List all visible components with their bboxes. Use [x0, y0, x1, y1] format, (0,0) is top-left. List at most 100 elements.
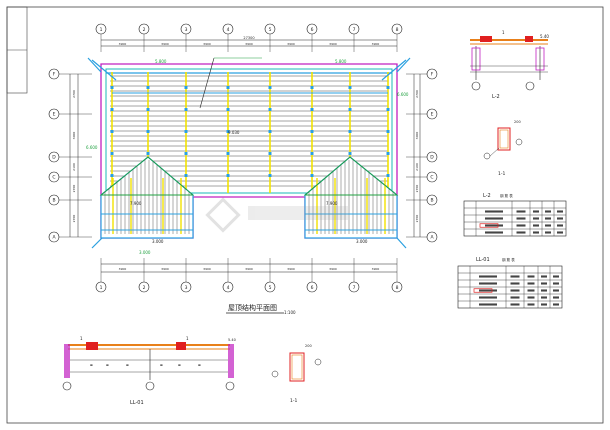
left-dim: 2700	[72, 185, 76, 193]
bottom-bay-dim: 3900	[203, 267, 211, 271]
grid-label-right: F	[431, 72, 434, 78]
rafter-lines	[110, 72, 390, 193]
plan-title: 屋顶结构平面图	[228, 303, 277, 312]
bottom-bay-dim: 3900	[119, 267, 127, 271]
grid-label-right: A	[430, 235, 434, 241]
grid-label-left: D	[52, 155, 56, 161]
grid-label-bottom: 7	[353, 285, 356, 291]
right-dim: 2700	[415, 90, 419, 98]
bottom-bay-dim: 3900	[329, 267, 337, 271]
grid-label-top: 3	[185, 27, 188, 33]
svg-text:▬: ▬	[126, 363, 129, 367]
svg-text:200: 200	[514, 120, 521, 124]
grid-label-top: 7	[353, 27, 356, 33]
section-detail-bottom: 200 1-1	[271, 344, 322, 404]
left-dim: 2100	[72, 163, 76, 171]
svg-text:▬: ▬	[90, 363, 93, 367]
center-elev: 9.030	[228, 130, 240, 135]
leader-line	[199, 57, 215, 109]
watermark-logo	[205, 197, 348, 233]
right-dim: 2100	[415, 163, 419, 171]
left-mid-elev: 6.600	[86, 145, 98, 150]
grid-label-bottom: 8	[396, 285, 399, 291]
top-bay-dim: 3900	[329, 42, 337, 46]
grid-label-left: F	[53, 72, 56, 78]
wing-elev-right: 7.900	[326, 201, 338, 206]
grid-label-left: C	[52, 175, 55, 181]
grid-label-top: 5	[269, 27, 272, 33]
grid-label-right: E	[431, 112, 434, 118]
section-label-bottom: 1-1	[290, 398, 297, 404]
plan-scale: 1:100	[284, 310, 296, 315]
table1-title: L-2	[483, 193, 491, 199]
grid-label-top: 8	[396, 27, 399, 33]
grid-label-right: D	[430, 155, 434, 161]
beam-elevation-l2: 1 5.40 L-2	[470, 30, 549, 100]
beam-elevation-ll01: ▬▬▬ ▬▬▬ 1 1 5.40 LL-01	[62, 336, 236, 406]
wing-elev-left: 7.900	[130, 201, 142, 206]
svg-text:5.40: 5.40	[228, 338, 236, 342]
svg-text:▬: ▬	[198, 363, 201, 367]
left-dim: 2700	[72, 90, 76, 98]
svg-text:200: 200	[305, 344, 312, 348]
right-dim: 3000	[415, 132, 419, 140]
top-bay-dim: 3900	[245, 42, 253, 46]
grid-label-bottom: 1	[100, 285, 103, 291]
bottom-note: 3.000	[139, 250, 151, 255]
section-detail-top: 200 1-1	[483, 120, 523, 177]
svg-text:1: 1	[80, 336, 83, 341]
right-mid-elev: 6.600	[397, 92, 409, 97]
grid-label-bottom: 2	[143, 285, 146, 291]
top-bay-dim: 3900	[119, 42, 127, 46]
left-dim: 2700	[72, 215, 76, 223]
table1-grid	[463, 200, 567, 237]
bottom-bay-dim: 3900	[287, 267, 295, 271]
grid-label-top: 1	[100, 27, 103, 33]
overall-dim: 27300	[243, 36, 254, 40]
top-bay-dim: 3900	[203, 42, 211, 46]
l2-label: L-2	[492, 94, 500, 100]
eave-elev-right: 3.000	[356, 239, 368, 244]
roof-plan: 5.800 5.800 9.030 6.600 6.600 7.900 7.90…	[86, 57, 411, 255]
left-grid-axis: F E D C B A 2700 3000 2100 2700 2700	[48, 68, 92, 243]
bottom-bay-dim: 3900	[161, 267, 169, 271]
outer-frame	[6, 6, 604, 424]
svg-text:5.40: 5.40	[540, 34, 549, 39]
bottom-bay-dim: 3900	[245, 267, 253, 271]
svg-text:▬: ▬	[160, 363, 163, 367]
grid-label-left: E	[53, 112, 56, 118]
grid-label-bottom: 3	[185, 285, 188, 291]
top-bay-dim: 3900	[161, 42, 169, 46]
table2-subtitle: 钢 筋 表	[502, 257, 515, 262]
ridge-label-left: 5.800	[155, 59, 167, 64]
left-wing	[99, 156, 195, 239]
grid-label-top: 6	[311, 27, 314, 33]
table2-title: LL-01	[476, 257, 490, 263]
rebar-table-ll01: LL-01 钢 筋 表	[457, 257, 563, 309]
grid-label-right: B	[430, 198, 433, 204]
grid-label-top: 2	[143, 27, 146, 33]
section-label-top: 1-1	[498, 171, 505, 177]
top-bay-dim: 3900	[287, 42, 295, 46]
grid-label-bottom: 5	[269, 285, 272, 291]
grid-label-bottom: 6	[311, 285, 314, 291]
left-dim: 3000	[72, 132, 76, 140]
right-dim: 2700	[415, 215, 419, 223]
bottom-bay-dim: 3900	[372, 267, 380, 271]
right-wing	[303, 156, 399, 239]
grid-label-right: C	[430, 175, 433, 181]
grid-label-left: A	[52, 235, 56, 241]
top-bay-dim: 3900	[372, 42, 380, 46]
grid-label-left: B	[52, 198, 55, 204]
ll01-label: LL-01	[130, 400, 144, 406]
svg-text:1: 1	[502, 30, 505, 35]
rebar-table-l2: L-2 钢 筋 表	[463, 193, 567, 237]
svg-text:1: 1	[186, 336, 189, 341]
eave-elev-left: 3.000	[152, 239, 164, 244]
table1-subtitle: 钢 筋 表	[500, 193, 513, 198]
svg-text:▬: ▬	[178, 363, 181, 367]
